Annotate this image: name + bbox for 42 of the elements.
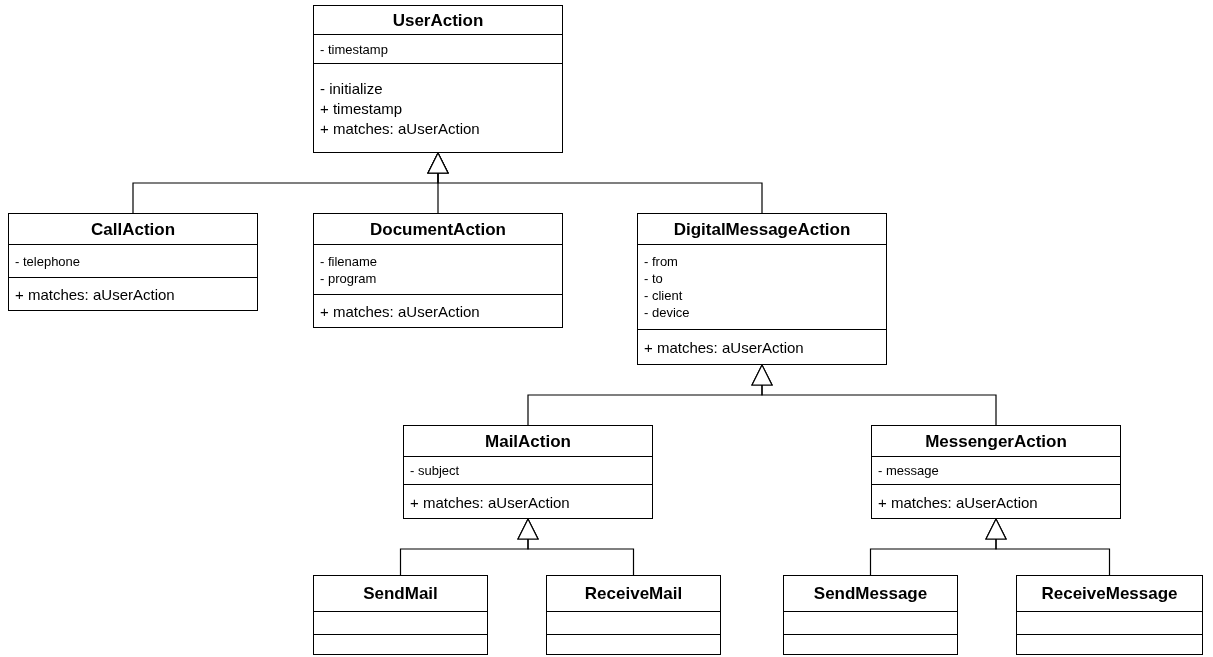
method-text: + matches: aUserAction: [878, 492, 1039, 513]
method-text: + matches: aUserAction: [644, 338, 805, 358]
attribute-text: - device: [644, 304, 691, 321]
class-name: DigitalMessageAction: [673, 220, 851, 238]
method-text: + timestamp: [320, 99, 404, 119]
class-name: UserAction: [392, 11, 484, 29]
generalization-arrow: [427, 152, 763, 214]
class-name: MailAction: [485, 432, 571, 450]
class-name: ReceiveMail: [584, 585, 683, 602]
attribute-text: - timestamp: [320, 40, 389, 58]
attribute-text: - program: [320, 269, 378, 287]
class-box: [871, 425, 1121, 519]
class-name: SendMail: [363, 585, 438, 602]
class-name: ReceiveMessage: [1041, 585, 1178, 602]
generalization-arrow: [517, 518, 635, 576]
attribute-text: - from: [644, 253, 679, 270]
class-box: [313, 213, 563, 328]
method-text: + matches: aUserAction: [320, 119, 481, 139]
generalization-arrow: [751, 364, 997, 426]
method-text: + matches: aUserAction: [410, 492, 571, 513]
class-name: SendMessage: [813, 585, 928, 602]
attribute-text: - message: [878, 462, 940, 479]
class-box: [403, 425, 653, 519]
method-text: + matches: aUserAction: [320, 302, 481, 322]
class-name: MessengerAction: [925, 432, 1067, 450]
class-box: [546, 575, 721, 655]
class-name: CallAction: [90, 220, 176, 238]
attribute-text: - filename: [320, 252, 379, 270]
attribute-text: - telephone: [15, 252, 82, 270]
class-box: [637, 213, 887, 365]
class-box: [1016, 575, 1203, 655]
method-text: - initialize: [320, 79, 384, 99]
class-box: [783, 575, 958, 655]
attribute-text: - client: [644, 287, 684, 304]
class-box: [313, 5, 563, 153]
class-box: [8, 213, 258, 311]
method-text: + matches: aUserAction: [15, 285, 176, 305]
class-name: DocumentAction: [370, 220, 506, 238]
attribute-text: - subject: [410, 462, 461, 479]
attribute-text: - to: [644, 270, 664, 287]
class-box: [313, 575, 488, 655]
generalization-arrow: [985, 518, 1111, 576]
